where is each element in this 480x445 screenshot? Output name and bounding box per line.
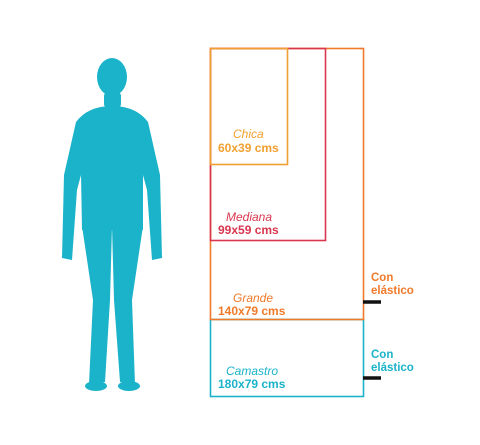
size-dims-chica: 60x39 cms — [218, 141, 279, 155]
size-dims-grande: 140x79 cms — [218, 304, 286, 318]
elastic-note-grande-line2: elástico — [371, 285, 414, 297]
elastic-note-camastro-line1: Con — [371, 349, 393, 361]
elastic-note-grande: Con elástico — [363, 272, 414, 304]
size-label-mediana: Mediana 99x59 cms — [218, 210, 279, 237]
size-label-camastro: Camastro 180x79 cms — [218, 364, 286, 391]
size-dims-camastro: 180x79 cms — [218, 377, 286, 391]
size-outline-chica — [209, 47, 289, 166]
elastic-note-camastro-line2: elástico — [371, 362, 414, 374]
size-label-grande: Grande 140x79 cms — [218, 291, 286, 318]
size-name-camastro: Camastro — [226, 364, 278, 378]
human-figure-icon — [62, 58, 162, 391]
size-name-grande: Grande — [233, 291, 273, 305]
size-dims-mediana: 99x59 cms — [218, 223, 279, 237]
elastic-note-grande-line1: Con — [371, 272, 393, 284]
size-name-chica: Chica — [233, 127, 264, 141]
size-name-mediana: Mediana — [226, 210, 272, 224]
size-label-chica: Chica 60x39 cms — [218, 127, 279, 155]
elastic-note-camastro: Con elástico — [363, 349, 414, 380]
